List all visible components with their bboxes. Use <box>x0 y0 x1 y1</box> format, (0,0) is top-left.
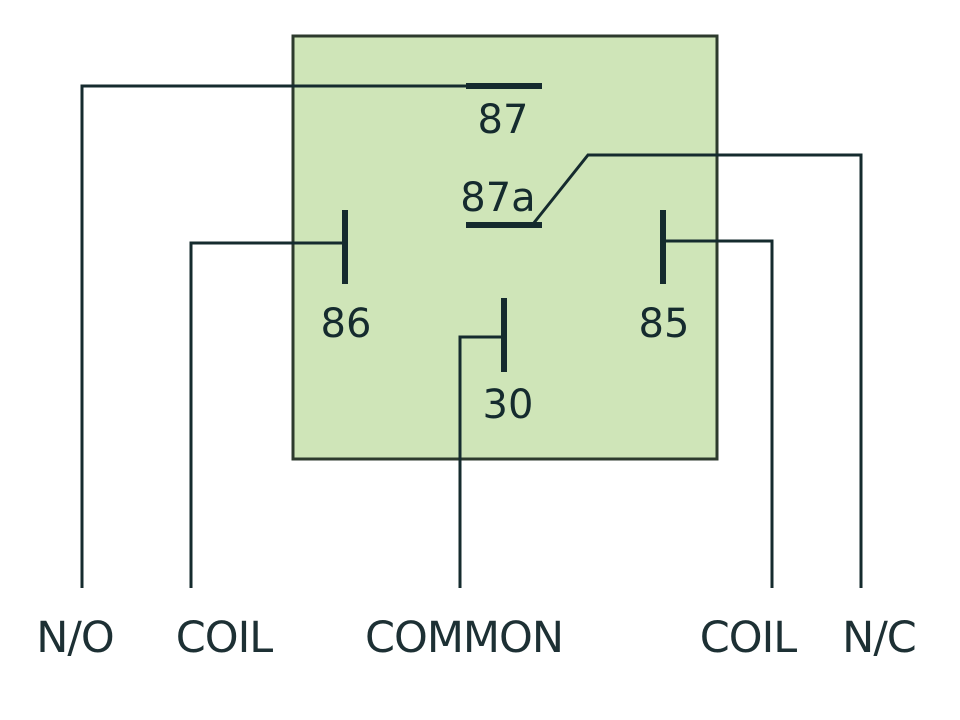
terminal-86-label: 86 <box>321 301 372 347</box>
terminal-87-label: 87 <box>478 97 529 143</box>
wire-coil-right <box>663 239 774 588</box>
terminal-87a-label: 87a <box>460 175 535 221</box>
label-no: N/O <box>36 613 114 663</box>
relay-box <box>291 34 719 461</box>
terminal-30-label: 30 <box>483 382 534 428</box>
terminal-85-label: 85 <box>639 301 690 347</box>
wire-common <box>458 335 504 588</box>
wire-no <box>80 84 468 588</box>
wire-coil-left <box>189 241 345 588</box>
label-coil-right: COIL <box>700 613 798 663</box>
wire-nc <box>531 153 863 588</box>
label-common: COMMON <box>365 613 563 663</box>
label-coil-left: COIL <box>176 613 274 663</box>
label-nc: N/C <box>842 613 916 663</box>
